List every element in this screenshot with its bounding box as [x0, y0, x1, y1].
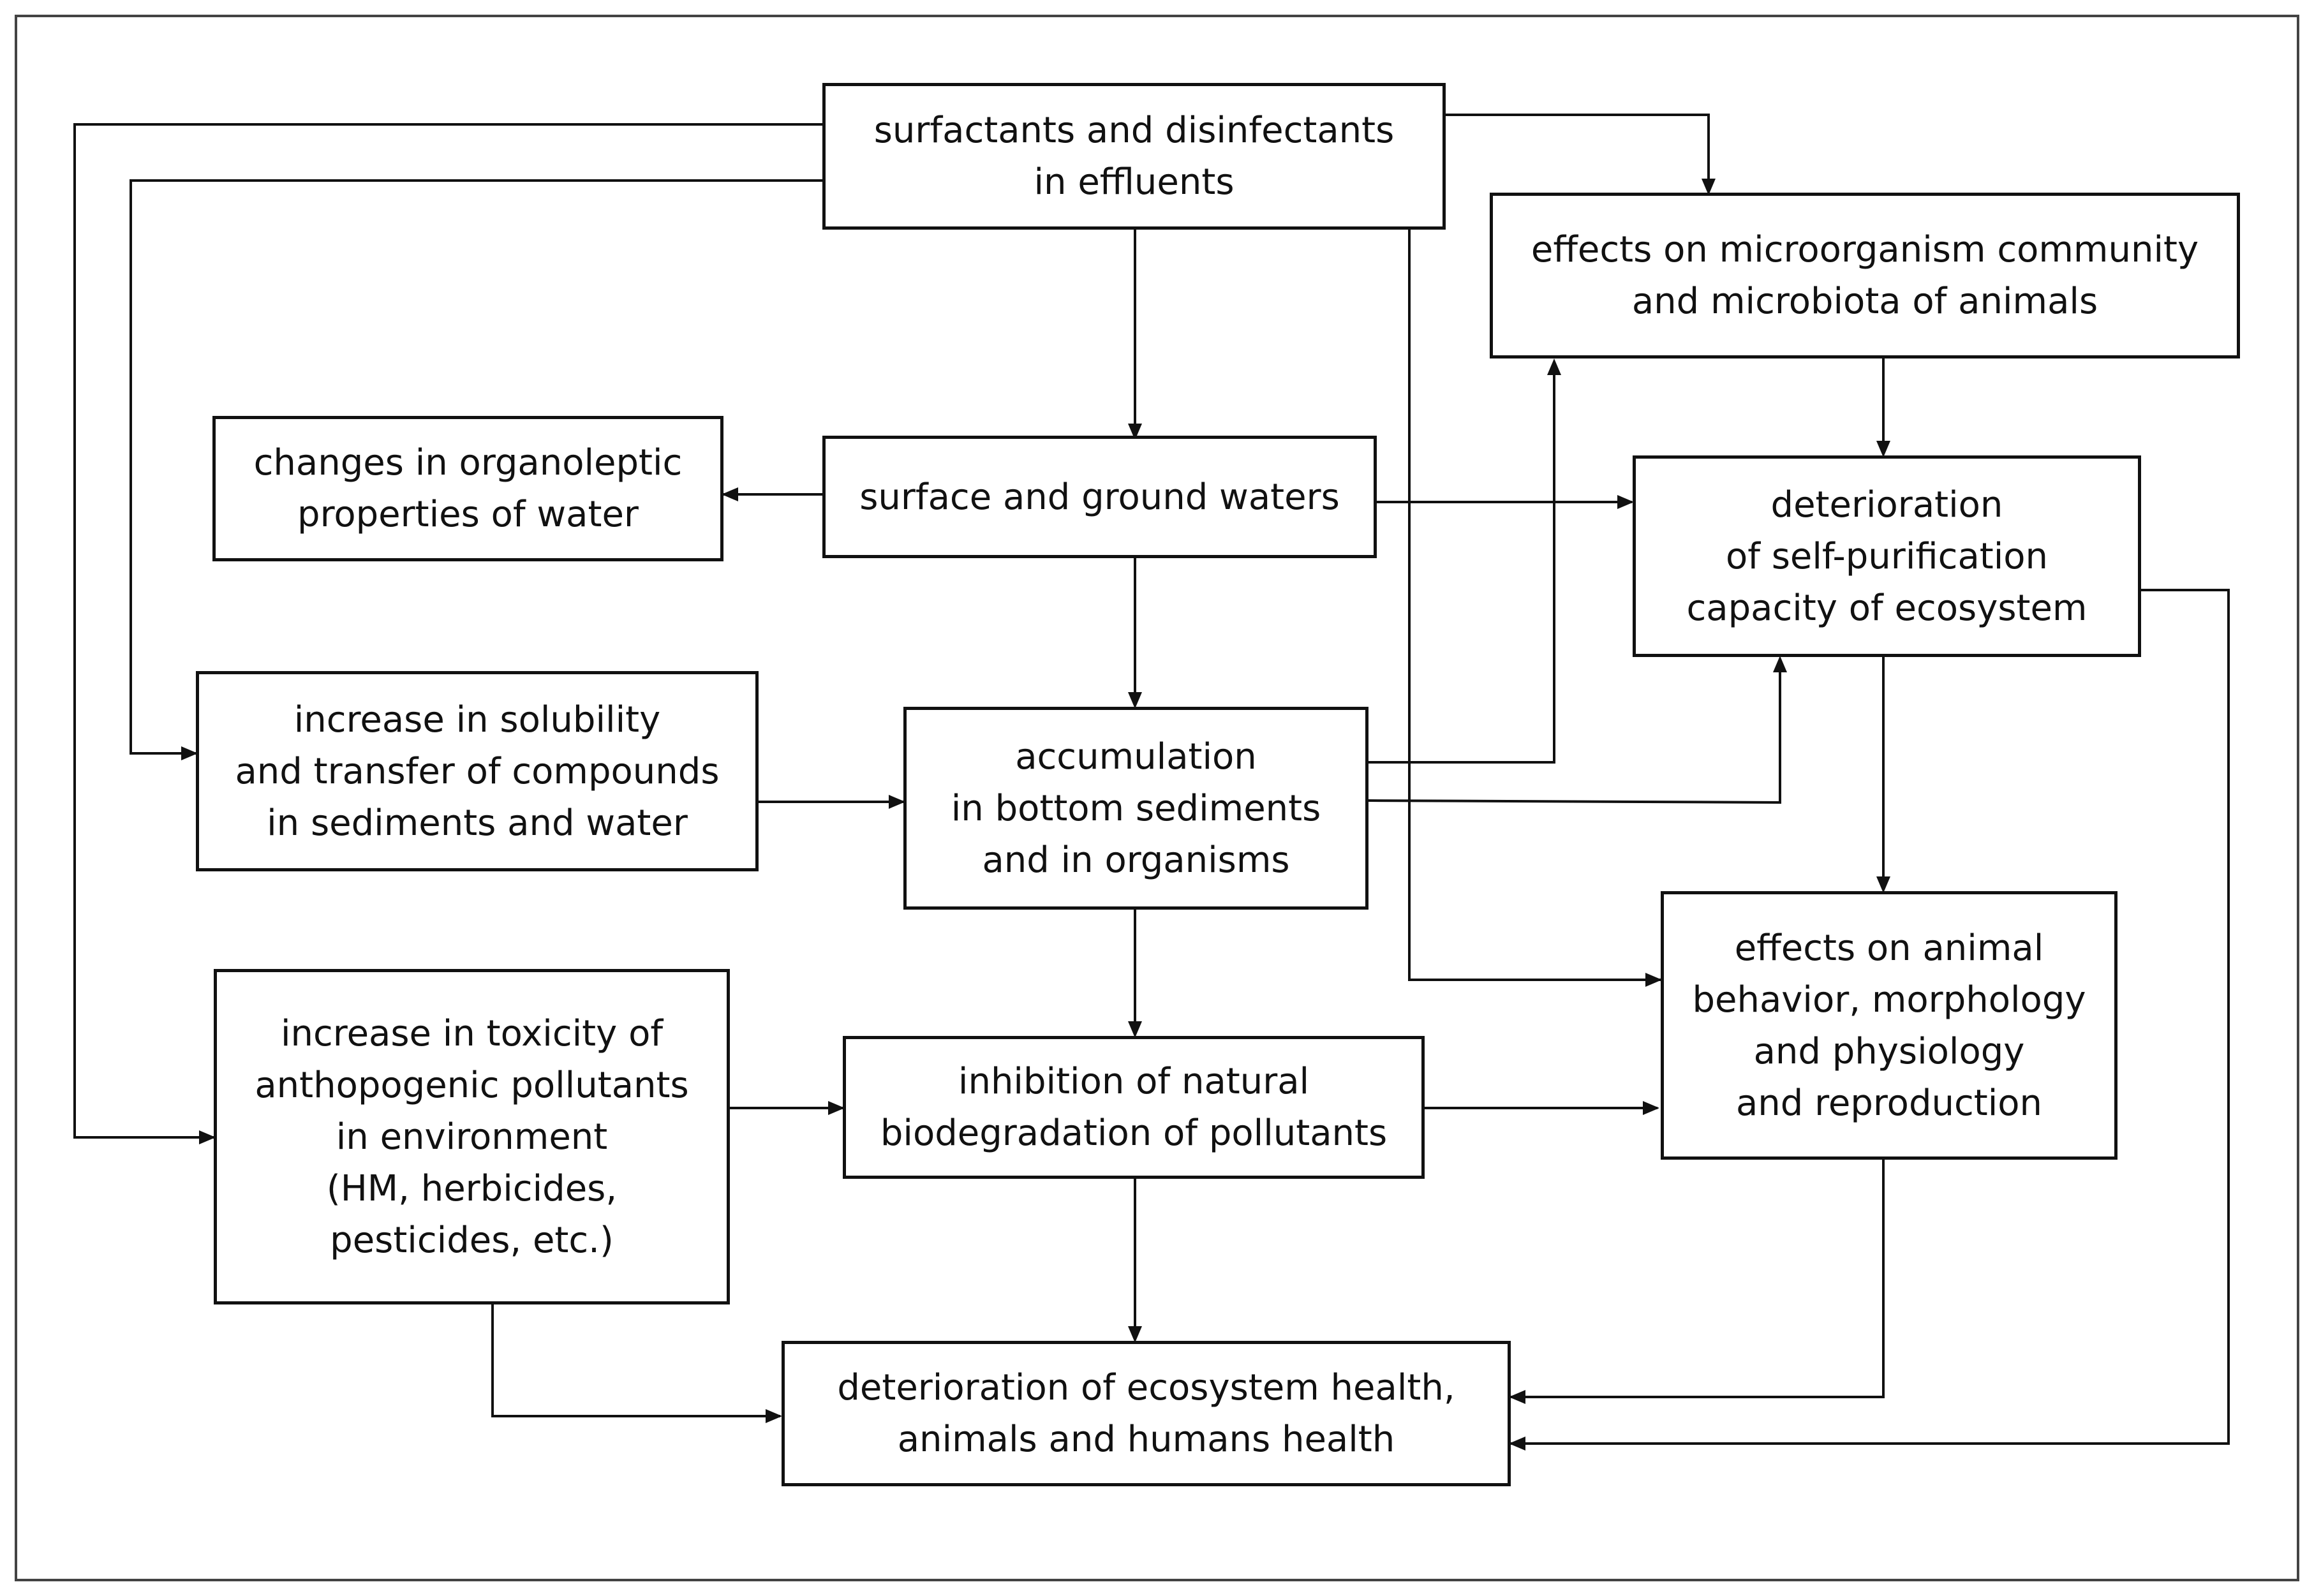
node-animal-effects-line-4: and reproduction [1735, 1082, 2043, 1124]
node-animal-effects-text: effects on animal behavior, morphology a… [1692, 922, 2086, 1129]
arrowhead-health-right-upper [1509, 1390, 1525, 1404]
node-microorganism-text: effects on microorganism community and m… [1531, 224, 2199, 327]
arrowhead-solubility-left [181, 746, 198, 760]
node-waters-line-1: surface and ground waters [859, 476, 1340, 518]
node-toxicity-text: increase in toxicity of anthopogenic pol… [255, 1008, 688, 1266]
node-waters-text: surface and ground waters [859, 471, 1340, 523]
edge-accumulation-to-self-purification [1368, 659, 1781, 804]
node-accumulation-line-3: and in organisms [982, 839, 1290, 881]
node-organoleptic-line-2: properties of water [297, 494, 639, 535]
arrowhead-organoleptic-right [722, 487, 738, 501]
node-accumulation: accumulation in bottom sediments and in … [903, 707, 1368, 910]
node-toxicity-line-4: (HM, herbicides, [326, 1167, 618, 1209]
node-accumulation-text: accumulation in bottom sediments and in … [951, 731, 1321, 886]
node-accumulation-line-1: accumulation [1015, 735, 1257, 778]
node-animal-effects-line-2: behavior, morphology [1692, 979, 2086, 1021]
node-inhibition-line-2: biodegradation of pollutants [880, 1112, 1388, 1154]
node-surfactants-line-2: in effluents [1034, 161, 1235, 203]
node-surfactants-text: surfactants and disinfectants in effluen… [874, 105, 1395, 208]
node-self-purification-line-2: of self-purification [1725, 535, 2049, 577]
node-solubility-line-3: in sediments and water [267, 802, 688, 844]
node-inhibition-line-1: inhibition of natural [958, 1061, 1310, 1102]
node-health-line-1: deterioration of ecosystem health, [837, 1367, 1455, 1408]
node-health: deterioration of ecosystem health, anima… [782, 1341, 1511, 1486]
node-self-purification-line-3: capacity of ecosystem [1686, 587, 2088, 629]
node-accumulation-line-2: in bottom sediments [951, 787, 1321, 829]
node-solubility: increase in solubility and transfer of c… [196, 671, 759, 871]
edge-surfactants-to-animal-effects [1408, 230, 1661, 981]
node-surfactants: surfactants and disinfectants in effluen… [822, 83, 1446, 230]
node-organoleptic-text: changes in organoleptic properties of wa… [254, 437, 683, 540]
edge-self-purification-to-health [1511, 589, 2230, 1445]
node-toxicity-line-3: in environment [336, 1116, 608, 1158]
node-solubility-text: increase in solubility and transfer of c… [235, 694, 719, 849]
node-organoleptic-line-1: changes in organoleptic [253, 442, 683, 484]
arrowhead-health-left [766, 1409, 782, 1423]
edge-animal-effects-to-health [1511, 1160, 1885, 1398]
node-microorganism-line-2: and microbiota of animals [1631, 281, 2098, 322]
node-solubility-line-2: and transfer of compounds [235, 750, 720, 792]
node-organoleptic: changes in organoleptic properties of wa… [212, 416, 723, 561]
node-self-purification: deterioration of self-purification capac… [1633, 455, 2141, 657]
edge-surfactants-to-toxicity [73, 123, 822, 1139]
arrowhead-inhibition-top [1128, 1021, 1142, 1038]
arrowhead-self-purification-left [1617, 495, 1634, 509]
edge-toxicity-to-health [491, 1304, 780, 1417]
node-animal-effects-line-3: and physiology [1753, 1030, 2025, 1072]
node-inhibition: inhibition of natural biodegradation of … [843, 1036, 1425, 1179]
arrowhead-animal-effects-top [1876, 876, 1890, 893]
edge-surfactants-to-microorganism [1446, 114, 1710, 191]
node-animal-effects-line-1: effects on animal [1734, 927, 2044, 969]
arrowhead-accumulation-top [1128, 692, 1142, 709]
node-health-text: deterioration of ecosystem health, anima… [837, 1362, 1455, 1465]
arrowhead-health-right-lower [1509, 1437, 1525, 1451]
arrowhead-self-purification-bottom [1773, 656, 1787, 672]
arrowhead-animal-effects-left-upper [1645, 973, 1662, 987]
node-inhibition-text: inhibition of natural biodegradation of … [880, 1056, 1387, 1159]
arrowhead-microorganism-top [1702, 179, 1716, 195]
node-waters: surface and ground waters [822, 436, 1377, 558]
arrowhead-waters-top [1128, 424, 1142, 440]
edge-surfactants-to-solubility [130, 179, 822, 755]
arrowhead-accumulation-left [889, 795, 905, 809]
arrowhead-microorganism-bottom [1547, 358, 1561, 375]
node-toxicity-line-1: increase in toxicity of [280, 1012, 664, 1054]
arrowhead-health-top [1128, 1326, 1142, 1343]
node-toxicity-line-2: anthopogenic pollutants [255, 1064, 689, 1106]
node-self-purification-line-1: deterioration [1770, 484, 2003, 526]
node-toxicity-line-5: pesticides, etc.) [330, 1219, 614, 1261]
node-animal-effects: effects on animal behavior, morphology a… [1661, 891, 2117, 1160]
arrowhead-animal-effects-left-lower [1643, 1101, 1659, 1115]
node-toxicity: increase in toxicity of anthopogenic pol… [214, 969, 730, 1304]
node-solubility-line-1: increase in solubility [293, 698, 661, 741]
edge-accumulation-to-microorganism [1368, 362, 1555, 764]
arrowhead-toxicity-left [199, 1130, 216, 1144]
node-microorganism-line-1: effects on microorganism community [1531, 229, 2199, 270]
node-surfactants-line-1: surfactants and disinfectants [873, 110, 1395, 151]
outer-border [15, 15, 2299, 1581]
node-health-line-2: animals and humans health [897, 1419, 1395, 1460]
arrowhead-inhibition-left [828, 1101, 845, 1115]
node-microorganism: effects on microorganism community and m… [1490, 193, 2240, 358]
arrowhead-self-purification-top [1876, 441, 1890, 457]
node-self-purification-text: deterioration of self-purification capac… [1687, 479, 2088, 634]
